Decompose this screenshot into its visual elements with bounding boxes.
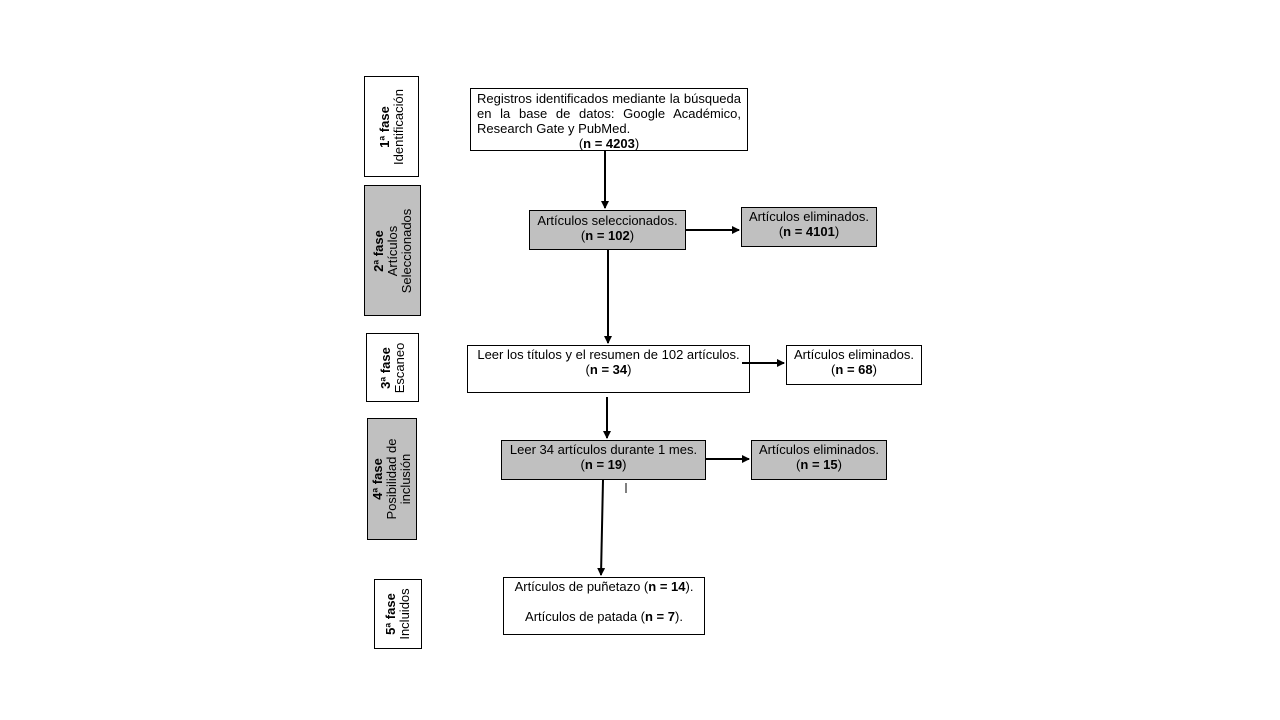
- eliminated-articles-box-1: Artículos eliminados. (n = 4101): [741, 207, 877, 247]
- eligibility-count: n = 19: [584, 457, 623, 472]
- screening-box: Leer los títulos y el resumen de 102 art…: [467, 345, 750, 393]
- phase-5-number: 5ª fase: [383, 593, 398, 635]
- phase-4-box: 4ª fase Posibilidad de inclusión: [367, 418, 417, 540]
- kick-articles-count: n = 7: [645, 609, 675, 624]
- eligibility-box: Leer 34 artículos durante 1 mes. (n = 19…: [501, 440, 706, 480]
- phase-5-box: 5ª fase Incluidos: [374, 579, 422, 649]
- phase-4-text: 4ª fase Posibilidad de inclusión: [370, 438, 413, 520]
- punch-articles-count: n = 14: [648, 579, 686, 594]
- eliminated-articles-count-line-3: (n = 15): [796, 457, 842, 472]
- phase-2-number: 2ª fase: [370, 229, 386, 272]
- eliminated-articles-text-3: Artículos eliminados.: [759, 442, 879, 457]
- phase-3-label: Escaneo: [391, 342, 407, 393]
- eliminated-articles-count-2: n = 68: [835, 362, 873, 377]
- punch-articles-line: Artículos de puñetazo (n = 14).: [514, 579, 694, 594]
- selected-articles-text: Artículos seleccionados.: [537, 213, 678, 228]
- phase-4-number: 4ª fase: [370, 458, 385, 500]
- selected-articles-box: Artículos seleccionados. (n = 102): [529, 210, 686, 250]
- phase-4-label-line-2: inclusión: [398, 453, 413, 505]
- eliminated-articles-box-2: Artículos eliminados. (n = 68): [786, 345, 922, 385]
- phase-5-label: Incluidos: [397, 588, 412, 640]
- eliminated-articles-count-line-1: (n = 4101): [778, 224, 840, 239]
- included-spacer: [504, 594, 704, 609]
- included-articles-box: Artículos de puñetazo (n = 14). Artículo…: [503, 577, 705, 635]
- phase-3-number: 3ª fase: [377, 346, 393, 389]
- phase-1-label: Identificación: [390, 88, 406, 165]
- eligibility-text: Leer 34 artículos durante 1 mes.: [509, 442, 698, 457]
- phase-3-text: 3ª fase Escaneo: [377, 342, 407, 393]
- eligibility-count-line: (n = 19): [580, 457, 627, 472]
- phase-5-text: 5ª fase Incluidos: [383, 588, 412, 640]
- phase-1-box: 1ª fase Identificación: [364, 76, 419, 177]
- phase-3-box: 3ª fase Escaneo: [366, 333, 419, 402]
- screening-text: Leer los títulos y el resumen de 102 art…: [477, 347, 740, 362]
- identified-records-box: Registros identificados mediante la búsq…: [470, 88, 748, 151]
- screening-count: n = 34: [589, 362, 628, 377]
- phase-1-text: 1ª fase Identificación: [376, 88, 406, 165]
- eliminated-articles-text-1: Artículos eliminados.: [749, 209, 869, 224]
- screening-count-line: (n = 34): [585, 362, 632, 377]
- kick-articles-line: Artículos de patada (n = 7).: [525, 609, 683, 624]
- phase-1-number: 1ª fase: [376, 105, 392, 148]
- eliminated-articles-box-3: Artículos eliminados. (n = 15): [751, 440, 887, 480]
- phase-2-box: 2ª fase Artículos Seleccionados: [364, 185, 421, 316]
- identified-records-text: Registros identificados mediante la búsq…: [477, 91, 741, 136]
- identified-records-count-line: (n = 4203): [578, 136, 640, 151]
- phase-2-label-line-1: Artículos: [384, 225, 400, 276]
- eliminated-articles-text-2: Artículos eliminados.: [794, 347, 914, 362]
- phase-4-label-line-1: Posibilidad de: [384, 438, 399, 520]
- eliminated-articles-count-1: n = 4101: [783, 224, 835, 239]
- arrow-eligibility-to-included: [597, 479, 606, 576]
- identified-records-count: n = 4203: [583, 136, 635, 151]
- eliminated-articles-count-3: n = 15: [800, 457, 838, 472]
- selected-articles-count: n = 102: [585, 228, 630, 243]
- selected-articles-count-line: (n = 102): [580, 228, 635, 243]
- eliminated-articles-count-line-2: (n = 68): [831, 362, 877, 377]
- phase-2-text: 2ª fase Artículos Seleccionados: [370, 208, 414, 293]
- phase-2-label-line-2: Seleccionados: [398, 208, 414, 293]
